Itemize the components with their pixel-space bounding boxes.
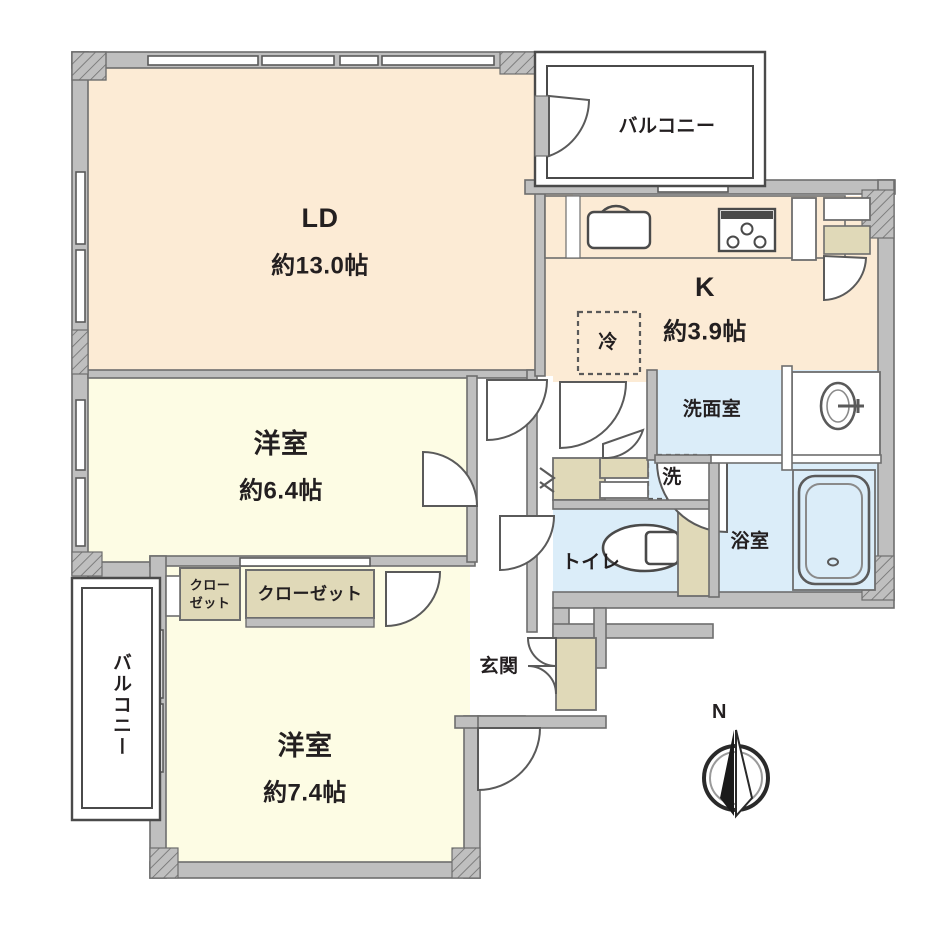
fridge-label: 冷 [598, 332, 618, 354]
room-bedroom-1 [88, 376, 475, 562]
compass-icon [702, 729, 770, 819]
kitchen-sink-icon [586, 204, 652, 250]
balcony-top [533, 50, 767, 188]
room-label-kitchen: K [695, 271, 715, 302]
corner-hatch [71, 51, 895, 879]
closet-large [245, 569, 375, 628]
closet-large-label: クローゼット [257, 584, 363, 604]
room-label-ld: LD [301, 202, 339, 233]
compass-north-letter: N [712, 701, 727, 723]
washer-label: 洗 [662, 467, 682, 489]
room-area-bedroom-1: 約6.4帖 [239, 477, 323, 505]
room-label-bedroom-2: 洋室 [277, 730, 333, 761]
room-label-bath: 浴室 [730, 531, 770, 553]
room-area-kitchen: 約3.9帖 [663, 318, 747, 346]
room-label-bedroom-1: 洋室 [253, 428, 309, 459]
room-ld [88, 66, 535, 376]
refrigerator-space [576, 310, 642, 376]
gas-stove-icon [717, 207, 777, 253]
closet-small-label-line2: ゼット [189, 595, 231, 611]
bathtub-icon [792, 469, 876, 591]
compass-rose: N [690, 702, 790, 824]
toilet-bowl-icon [601, 507, 715, 597]
room-area-ld: 約13.0帖 [271, 252, 369, 280]
interior-partitions [552, 365, 882, 598]
room-label-entrance: 玄関 [479, 656, 519, 678]
room-label-toilet: トイレ [561, 552, 621, 574]
closet-small [165, 567, 241, 621]
room-label-washroom: 洗面室 [682, 399, 742, 421]
room-area-bedroom-2: 約7.4帖 [263, 779, 347, 807]
balcony-left [70, 576, 162, 822]
laundry-counter [539, 457, 649, 501]
kitchen-storage [791, 197, 871, 302]
entrance-area [477, 637, 597, 792]
closet-small-label-line1: クロー [189, 577, 231, 593]
balcony-label-top: バルコニー [618, 116, 716, 138]
vanity-basin-icon [791, 371, 881, 457]
balcony-label-left: バルコニー [109, 652, 131, 758]
